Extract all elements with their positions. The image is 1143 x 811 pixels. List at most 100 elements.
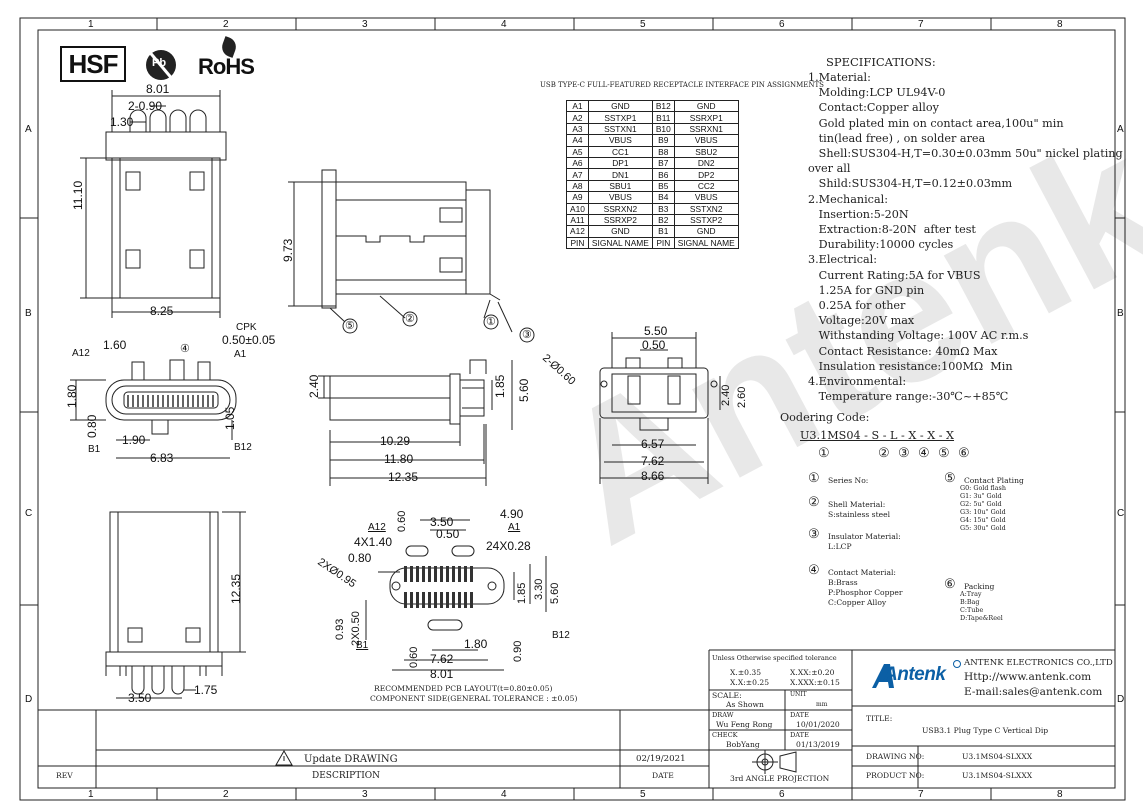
row-label: B (1117, 308, 1124, 319)
pin-table-cell: B8 (651, 145, 675, 158)
product-no: U3.1MS04-SLXXX (962, 771, 1033, 780)
ordering-item-line: G1: 3u" Gold (960, 492, 1002, 500)
pin-table-cell: DP2 (673, 168, 739, 181)
description-label: DESCRIPTION (312, 771, 381, 781)
spec-line: Extraction:8-20N after test (808, 223, 976, 237)
spec-line: Contact Resistance: 40mΩ Max (808, 344, 998, 358)
callout-label: ⑤ (345, 320, 355, 332)
pin-table-cell: B9 (651, 134, 675, 147)
ordering-item-number: ④ (808, 563, 820, 578)
pin-label: B12 (234, 442, 252, 453)
pin-table-cell: B1 (651, 225, 675, 238)
drawing-title: USB3.1 Plug Type C Vertical Dip (922, 726, 1049, 735)
dim-label: 9.73 (281, 238, 295, 262)
pin-table-cell: SSTXN2 (673, 202, 739, 215)
pin-label: A12 (72, 348, 90, 359)
pin-label: A1 (508, 522, 521, 533)
pb-free-icon: Pb (146, 50, 176, 80)
pin-table-cell: A12 (566, 225, 589, 238)
row-label: A (25, 124, 32, 135)
pin-table-cell: A3 (566, 122, 589, 136)
col-label: 3 (362, 789, 368, 800)
pin-table-cell: B5 (651, 179, 675, 193)
tolerance-head: Unless Otherwise specified tolerance (712, 654, 837, 662)
pin-table-cell: A6 (566, 156, 589, 170)
row-label: D (25, 694, 33, 705)
ordering-item-line: C:Tube (960, 606, 984, 614)
bottom-view (105, 511, 246, 699)
col-label: 6 (779, 19, 785, 30)
scale-label: SCALE: (712, 691, 742, 700)
product-no-label: PRODUCT NO: (866, 771, 925, 780)
ordering-item-number: ⑤ (944, 471, 956, 486)
ordering-item-line: Series No: (828, 476, 869, 485)
ordering-item-line: P:Phosphor Copper (828, 588, 903, 597)
dim-label: 24X0.28 (486, 539, 531, 553)
company-email: E-mail:sales@antenk.com (964, 686, 1103, 698)
date-col-label: DATE (652, 771, 674, 780)
dim-label: 8.25 (150, 304, 174, 318)
spec-line: 4.Environmental: (808, 375, 907, 389)
spec-line: 0.25A for other (808, 299, 906, 313)
ordering-item-line: Insulator Material: (828, 532, 901, 541)
ordering-label: Oodering Code: (780, 411, 870, 424)
date-label: DATE (790, 711, 809, 719)
revision-desc: Update DRAWING (304, 754, 398, 765)
pin-table-cell: B12 (651, 99, 675, 113)
drawing-no-label: DRAWING NO: (866, 752, 925, 761)
dim-label: 5.50 (644, 324, 668, 338)
projection-symbol-icon (752, 750, 797, 774)
dim-label: 1.80 (65, 384, 79, 408)
pin-table-cell: CC2 (673, 179, 739, 193)
ordering-item-line: G3: 10u" Gold (960, 508, 1006, 516)
ordering-item-line: G4: 15u" Gold (960, 516, 1006, 524)
dim-label: 3.30 (533, 578, 545, 600)
dim-label: 0.50±0.05 (222, 333, 276, 347)
pin-label: B1 (356, 640, 369, 651)
dim-label: 1.75 (194, 683, 218, 697)
pcb-layout-view (365, 519, 547, 671)
callout-label: ② (405, 313, 415, 325)
check-label: CHECK (712, 731, 738, 739)
row-label: A (1117, 124, 1124, 135)
checked-by: BobYang (726, 740, 760, 749)
row-label: C (1117, 508, 1125, 519)
dim-label: 7.62 (641, 454, 665, 468)
projection-label: 3rd ANGLE PROJECTION (730, 774, 830, 783)
dim-label: 3.50 (430, 515, 454, 529)
rev-label: REV (56, 771, 73, 780)
dim-label: 8.01 (430, 667, 454, 681)
pin-table-cell: A10 (566, 202, 589, 215)
pcb-caption: COMPONENT SIDE(GENERAL TOLERANCE : ±0.05… (370, 694, 578, 703)
pin-table-cell: SSTXN1 (587, 122, 653, 136)
company-name: ANTENK ELECTRONICS CO.,LTD (964, 658, 1113, 668)
dim-label: 4X1.40 (354, 535, 393, 549)
pin-table-cell: SSRXP1 (673, 111, 739, 124)
top-view (80, 90, 227, 318)
ordering-item-line: D:Tape&Reel (960, 614, 1003, 622)
pin-table-cell: PIN (566, 236, 589, 250)
spec-line: Temperature range:-30℃~+85℃ (808, 390, 1009, 404)
side2-view (318, 359, 513, 486)
spec-title: SPECIFICATIONS: (826, 55, 936, 69)
front-view (70, 359, 237, 459)
pin-table-cell: SSRXN1 (673, 122, 739, 136)
ordering-item-number: ② (808, 495, 820, 510)
ordering-item-line: Shell Material: (828, 500, 886, 509)
dim-label: 0.50 (436, 527, 460, 541)
col-label: 8 (1057, 19, 1063, 30)
pin-table-cell: A2 (566, 111, 589, 124)
ordering-item-line: Contact Material: (828, 568, 896, 577)
col-label: 5 (640, 19, 646, 30)
col-label: 6 (779, 789, 785, 800)
dim-label: 2.40 (307, 374, 321, 398)
col-label: 2 (223, 19, 229, 30)
col-label: 4 (501, 789, 507, 800)
